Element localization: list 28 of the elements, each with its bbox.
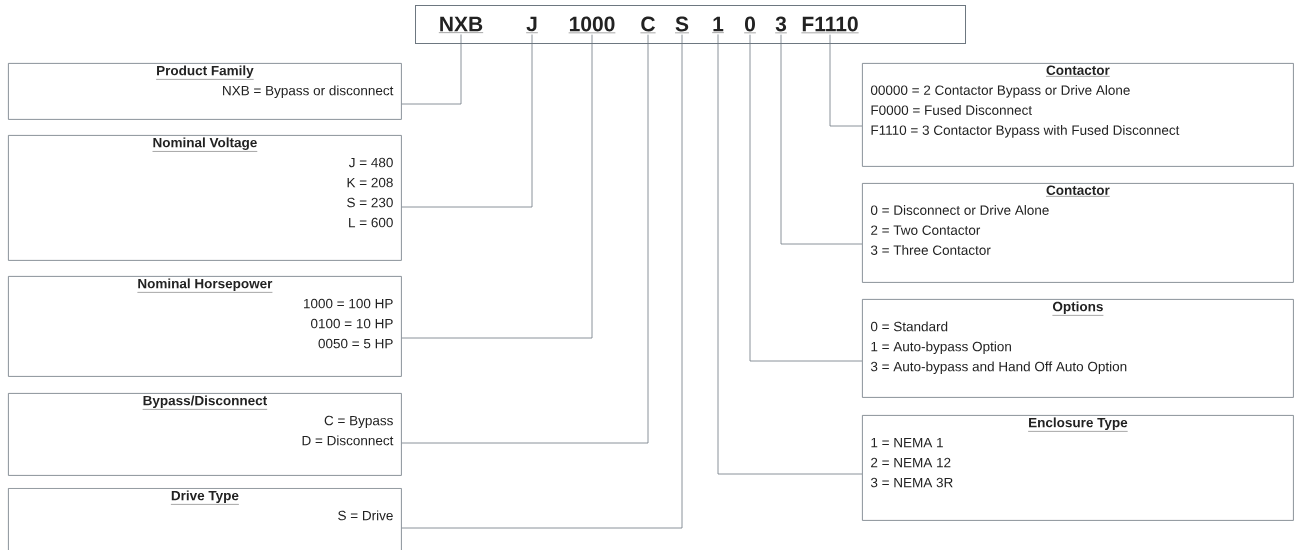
code-description-box: Options 0 = Standard 1 = Auto-bypass Option 3 = Auto-bypass and Hand Off Auto Option <box>862 299 1294 398</box>
code-segment: 0 <box>743 16 757 34</box>
code-description-box: Nominal Horsepower 1000 = 100 HP 0100 = 10 HP 0050 = 5 HP <box>8 276 402 377</box>
code-segment: J <box>525 16 539 33</box>
connector-line <box>717 34 863 475</box>
code-segment: S <box>674 16 690 34</box>
code-description-box: Bypass/Disconnect C = Bypass D = Disconnect <box>8 393 402 476</box>
connector-line <box>401 34 649 444</box>
code-segment: 1 <box>711 16 725 33</box>
connector-line <box>401 34 462 105</box>
code-description-box: Product Family NXB = Bypass or disconnect <box>8 63 402 120</box>
code-segment: 1000 <box>568 16 616 34</box>
connector-line <box>401 34 683 529</box>
code-segment: F1110 <box>801 16 859 34</box>
connector-line <box>829 34 863 127</box>
connector-line <box>401 34 593 339</box>
code-description-box: Enclosure Type 1 = NEMA 1 2 = NEMA 12 3 = NEMA 3R <box>862 415 1294 521</box>
connector-line <box>780 34 863 245</box>
code-segment: NXB <box>438 16 484 33</box>
code-segment: 3 <box>774 16 788 34</box>
connector-line <box>749 34 863 362</box>
code-description-box: Contactor 00000 = 2 Contactor Bypass or Drive Alone F0000 = Fused Disconnect F1110 = 3 Contactor Bypass with Fused Disconnect <box>862 63 1294 167</box>
code-description-box: Nominal Voltage J = 480 K = 208 S = 230 L = 600 <box>8 135 402 261</box>
code-box <box>415 5 966 44</box>
code-segment: C <box>640 16 656 34</box>
code-description-box: Contactor 0 = Disconnect or Drive Alone 2 = Two Contactor 3 = Three Contactor <box>862 183 1294 283</box>
connector-line <box>401 34 533 208</box>
code-description-box: Drive Type S = Drive <box>8 488 402 550</box>
